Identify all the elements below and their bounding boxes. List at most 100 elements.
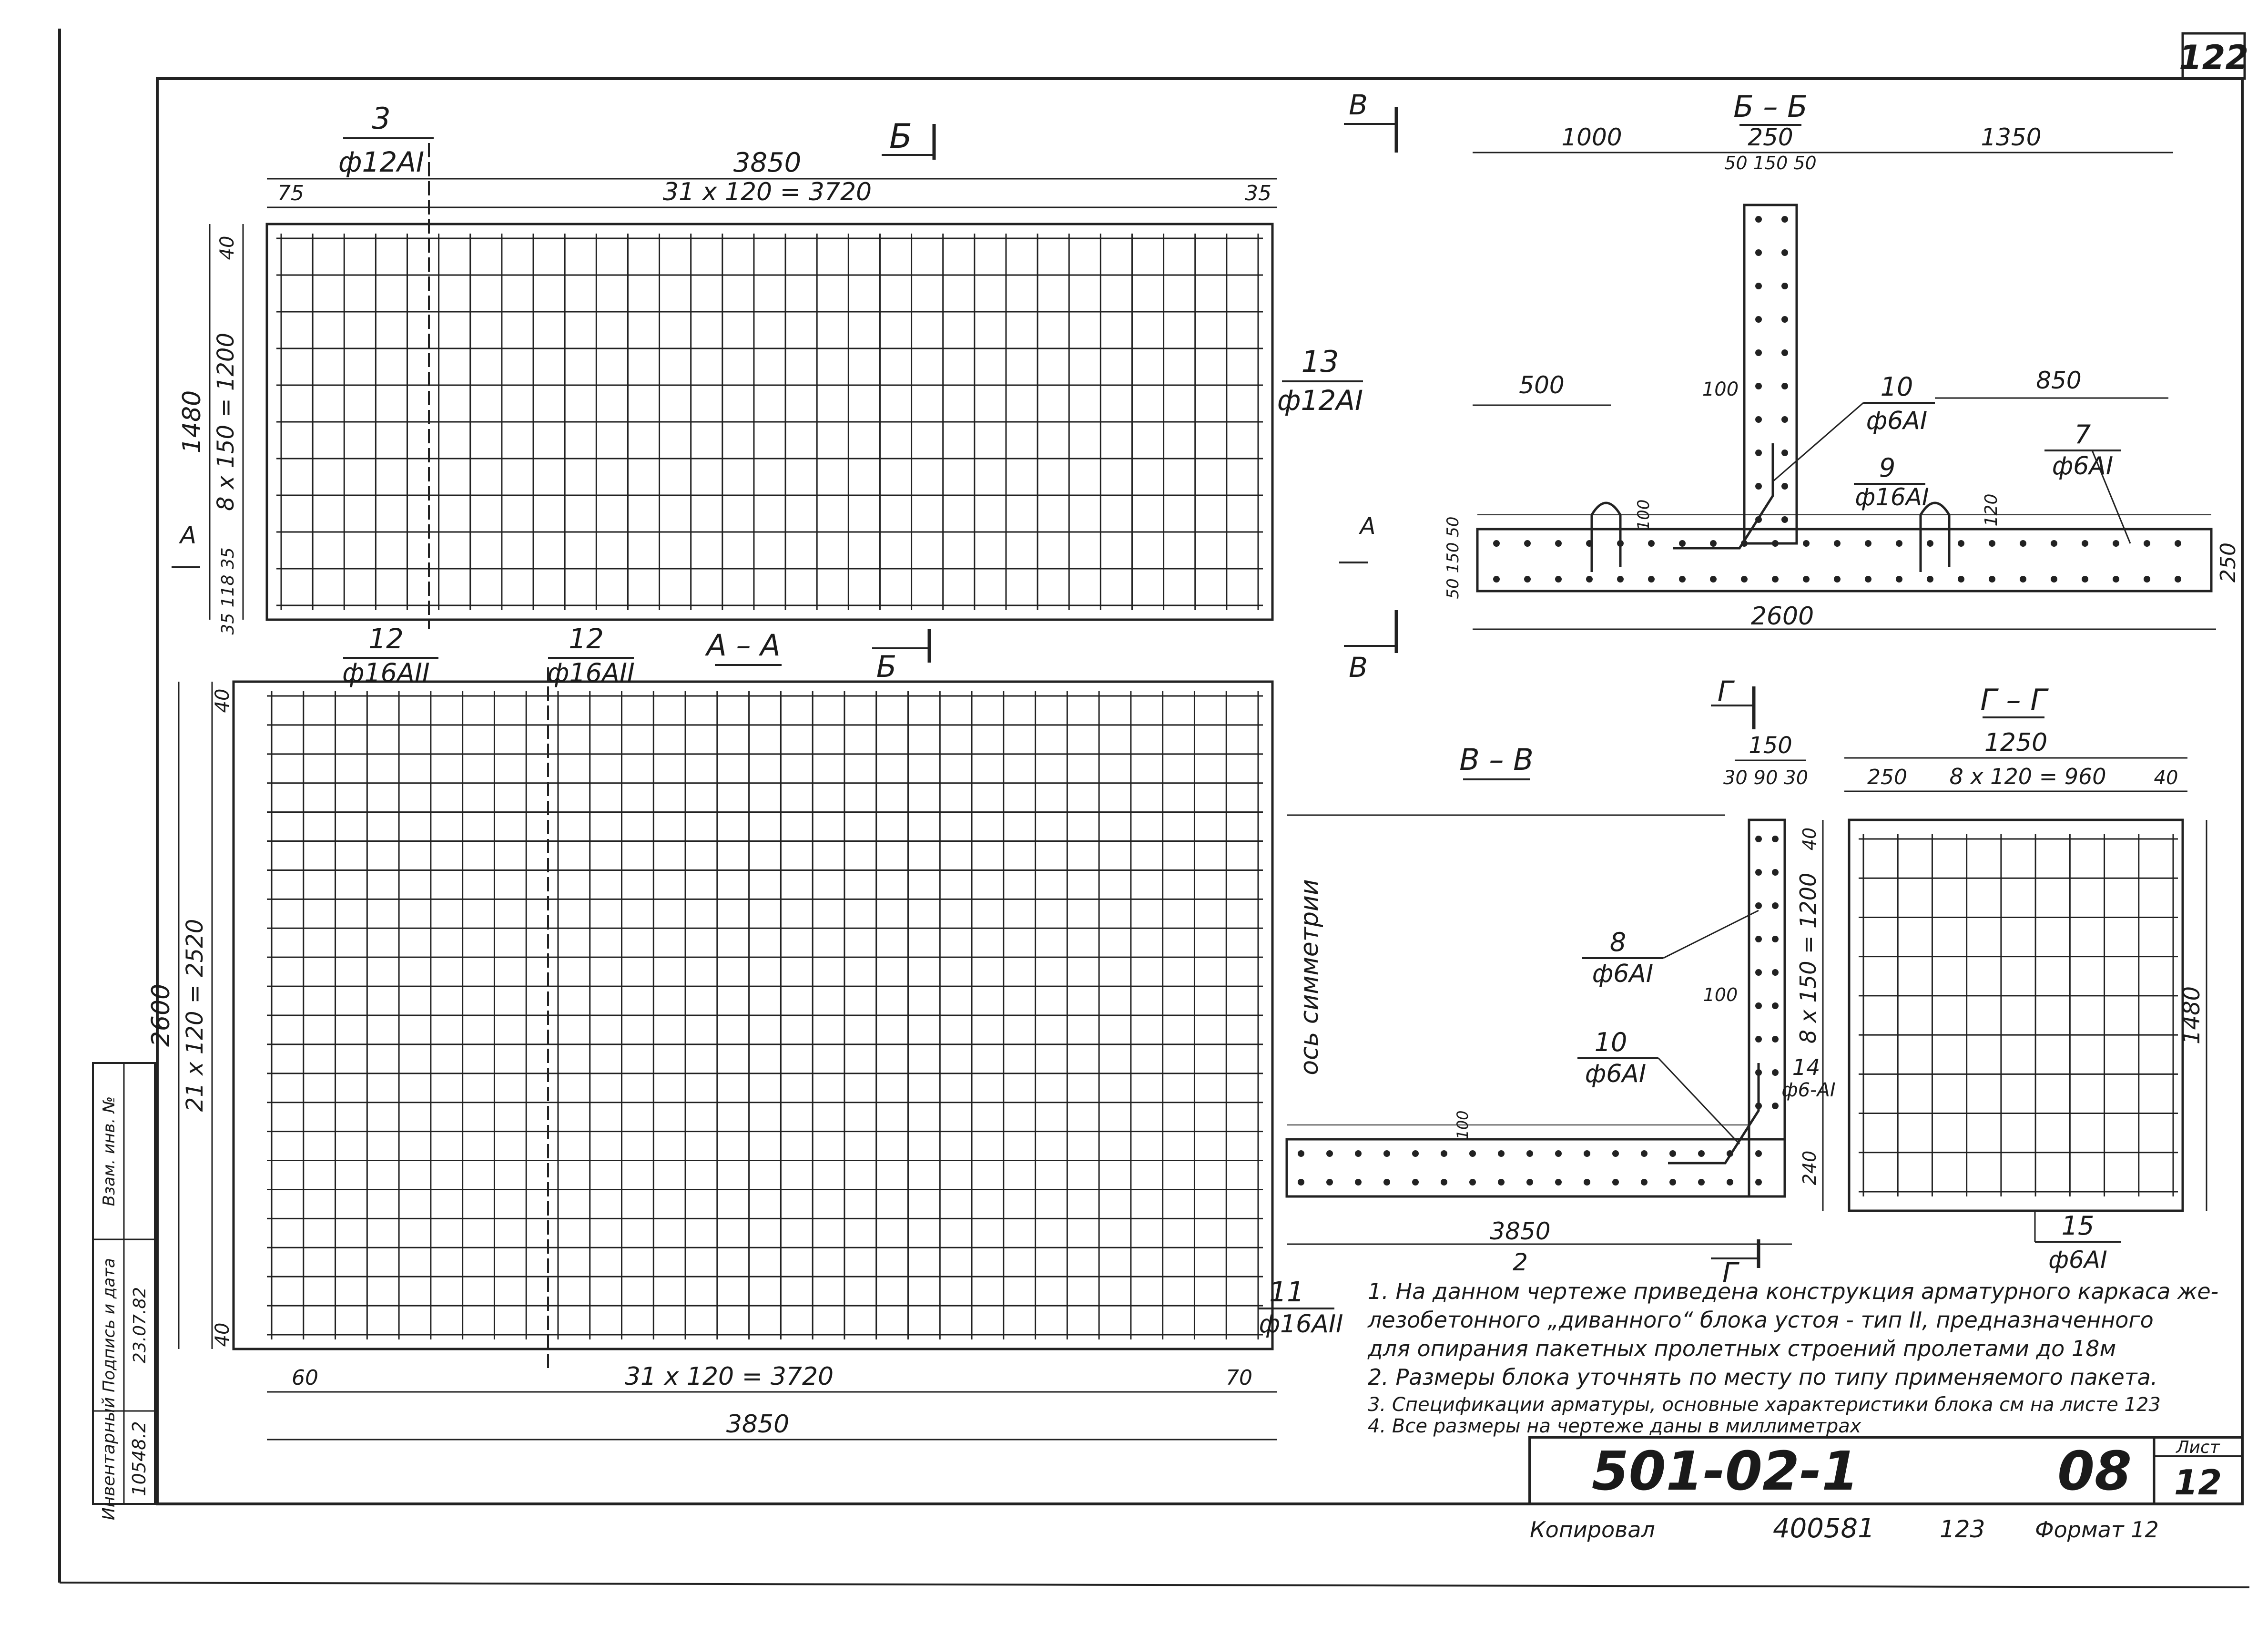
side-stamp-col2: Подпись и дата — [100, 1258, 119, 1392]
rebar-dot — [2082, 540, 2088, 547]
marker-12b-bar: ф16АII — [547, 658, 635, 688]
rebar-dot — [1755, 1179, 1762, 1186]
sheet-label: Лист — [2175, 1438, 2220, 1457]
rebar-dot — [1555, 1150, 1562, 1157]
rebar-dot — [1772, 540, 1779, 547]
extra-number: 123 — [1940, 1515, 1985, 1543]
top-plan-section-b: Б — [889, 117, 912, 156]
rebar-dot — [1383, 1150, 1390, 1157]
rebar-dot — [2020, 540, 2026, 547]
vv-marker-8-pointer — [1663, 910, 1759, 959]
rebar-dot — [1727, 1179, 1733, 1186]
rebar-dot — [1412, 1179, 1419, 1186]
rebar-dot — [1755, 383, 1762, 389]
rebar-dot — [1865, 576, 1871, 583]
aa-plan-dim-bottom: 40 — [212, 1323, 234, 1347]
vv-section-view: В – В ось симметрии Г Г 150 30 90 30 8 ф… — [1285, 675, 1808, 1289]
rebar-dot — [1498, 1179, 1505, 1186]
bb-dim-250: 250 — [1748, 123, 1793, 151]
top-plan-dim-left: 75 — [277, 181, 304, 205]
bb-dim-sub: 50 150 50 — [1724, 153, 1816, 174]
rebar-dot — [1617, 576, 1624, 583]
aa-plan-dim-top: 40 — [212, 689, 234, 713]
rebar-dot — [1781, 483, 1788, 490]
rebar-dot — [1755, 216, 1762, 223]
gg-marker-14-bar: ф6-АI — [1781, 1079, 1835, 1101]
aa-plan-rebar-grid — [267, 691, 1263, 1339]
side-stamp-col3: Взам. инв. № — [100, 1096, 119, 1206]
rebar-dot — [1772, 1002, 1779, 1009]
title-block: 501-02-1 08 Лист 12 Копировал 400581 123… — [1528, 1436, 2244, 1544]
bb-marker-9: 9 — [1879, 453, 1895, 483]
drawing-frame — [156, 77, 2244, 1505]
gg-dim-240: 240 — [1799, 1151, 1820, 1186]
top-plan-dim-total: 3850 — [733, 147, 802, 178]
bb-dim-1350: 1350 — [1981, 123, 2041, 151]
bb-dim-120: 120 — [1982, 494, 2001, 527]
rebar-dot — [1781, 316, 1788, 323]
rebar-dot — [1555, 1179, 1562, 1186]
bb-marker-9-bar: ф16АI — [1855, 483, 1929, 511]
aa-plan-dim-total: 3850 — [726, 1410, 789, 1439]
rebar-dot — [1648, 540, 1655, 547]
rebar-dot — [1469, 1179, 1476, 1186]
rebar-dot — [1755, 1036, 1762, 1042]
rebar-dot — [1772, 936, 1779, 942]
rebar-dot — [1584, 1179, 1590, 1186]
rebar-dot — [1803, 540, 1810, 547]
rebar-dot — [2082, 576, 2088, 583]
top-plan-outline — [265, 223, 1274, 621]
bb-hook-right — [1919, 501, 1951, 572]
rebar-dot — [1326, 1150, 1333, 1157]
rebar-dot — [1498, 1150, 1505, 1157]
gg-outline — [1848, 818, 2184, 1212]
rebar-dot — [1803, 576, 1810, 583]
aa-plan-section-b: Б — [876, 649, 897, 684]
marker-13-bar: ф12АI — [1277, 384, 1363, 417]
gg-section-title: Г – Г — [1980, 683, 2049, 717]
rebar-dot — [1755, 249, 1762, 256]
rebar-dot — [1958, 540, 1964, 547]
gg-dim-vert-spacing: 8 x 150 = 1200 — [1795, 873, 1821, 1043]
rebar-dot — [1741, 576, 1748, 583]
rebar-dot — [1526, 1150, 1533, 1157]
vv-section-g-top: Г — [1718, 675, 1735, 707]
gg-rebar-grid — [1859, 834, 2178, 1196]
bb-dim-100: 100 — [1702, 378, 1739, 400]
rebar-dot — [1648, 576, 1655, 583]
rebar-dot — [1710, 540, 1717, 547]
top-plan-dim-bottom: 35 118 35 — [218, 547, 238, 634]
rebar-dot — [1584, 1150, 1590, 1157]
note-line-3: для опирания пакетных пролетных строений… — [1367, 1336, 2116, 1361]
bb-section-a: А — [1359, 513, 1376, 540]
aa-plan-dim-spacing: 31 x 120 = 3720 — [625, 1362, 834, 1391]
rebar-dot — [1493, 540, 1500, 547]
page-number-box: 122 — [2179, 32, 2248, 80]
rebar-dot — [1612, 1179, 1619, 1186]
bb-hook-left — [1590, 501, 1622, 572]
rebar-dot — [1679, 576, 1686, 583]
top-plan-dim-vert-spacing: 8 x 150 = 1200 — [213, 333, 239, 511]
note-line-1: 1. На данном чертеже приведена конструкц… — [1368, 1278, 2218, 1304]
rebar-dot — [1865, 540, 1871, 547]
rebar-dot — [1698, 1179, 1705, 1186]
vv-dim-100b: 100 — [1454, 1110, 1472, 1139]
bb-marker-10-pointer — [1772, 402, 1864, 482]
gg-dim-total: 1250 — [1984, 728, 2047, 757]
rebar-dot — [1772, 869, 1779, 876]
rebar-dot — [1834, 576, 1841, 583]
gg-dim-40: 40 — [2154, 767, 2178, 789]
bb-dim-850: 850 — [2036, 367, 2081, 394]
rebar-dot — [1772, 576, 1779, 583]
aa-plan-dim-right: 70 — [1226, 1366, 1252, 1390]
rebar-dot — [1958, 576, 1964, 583]
rebar-dot — [1669, 1179, 1676, 1186]
rebar-dot — [2175, 540, 2181, 547]
bb-marker-10: 10 — [1881, 372, 1913, 402]
vv-dim-total: 3850 — [1490, 1217, 1550, 1245]
rebar-dot — [2144, 576, 2150, 583]
rebar-dot — [1781, 416, 1788, 423]
rebar-dot — [1679, 540, 1686, 547]
gg-dim-spacing: 8 x 120 = 960 — [1949, 764, 2106, 789]
marker-12a-bar: ф16АII — [342, 658, 430, 688]
